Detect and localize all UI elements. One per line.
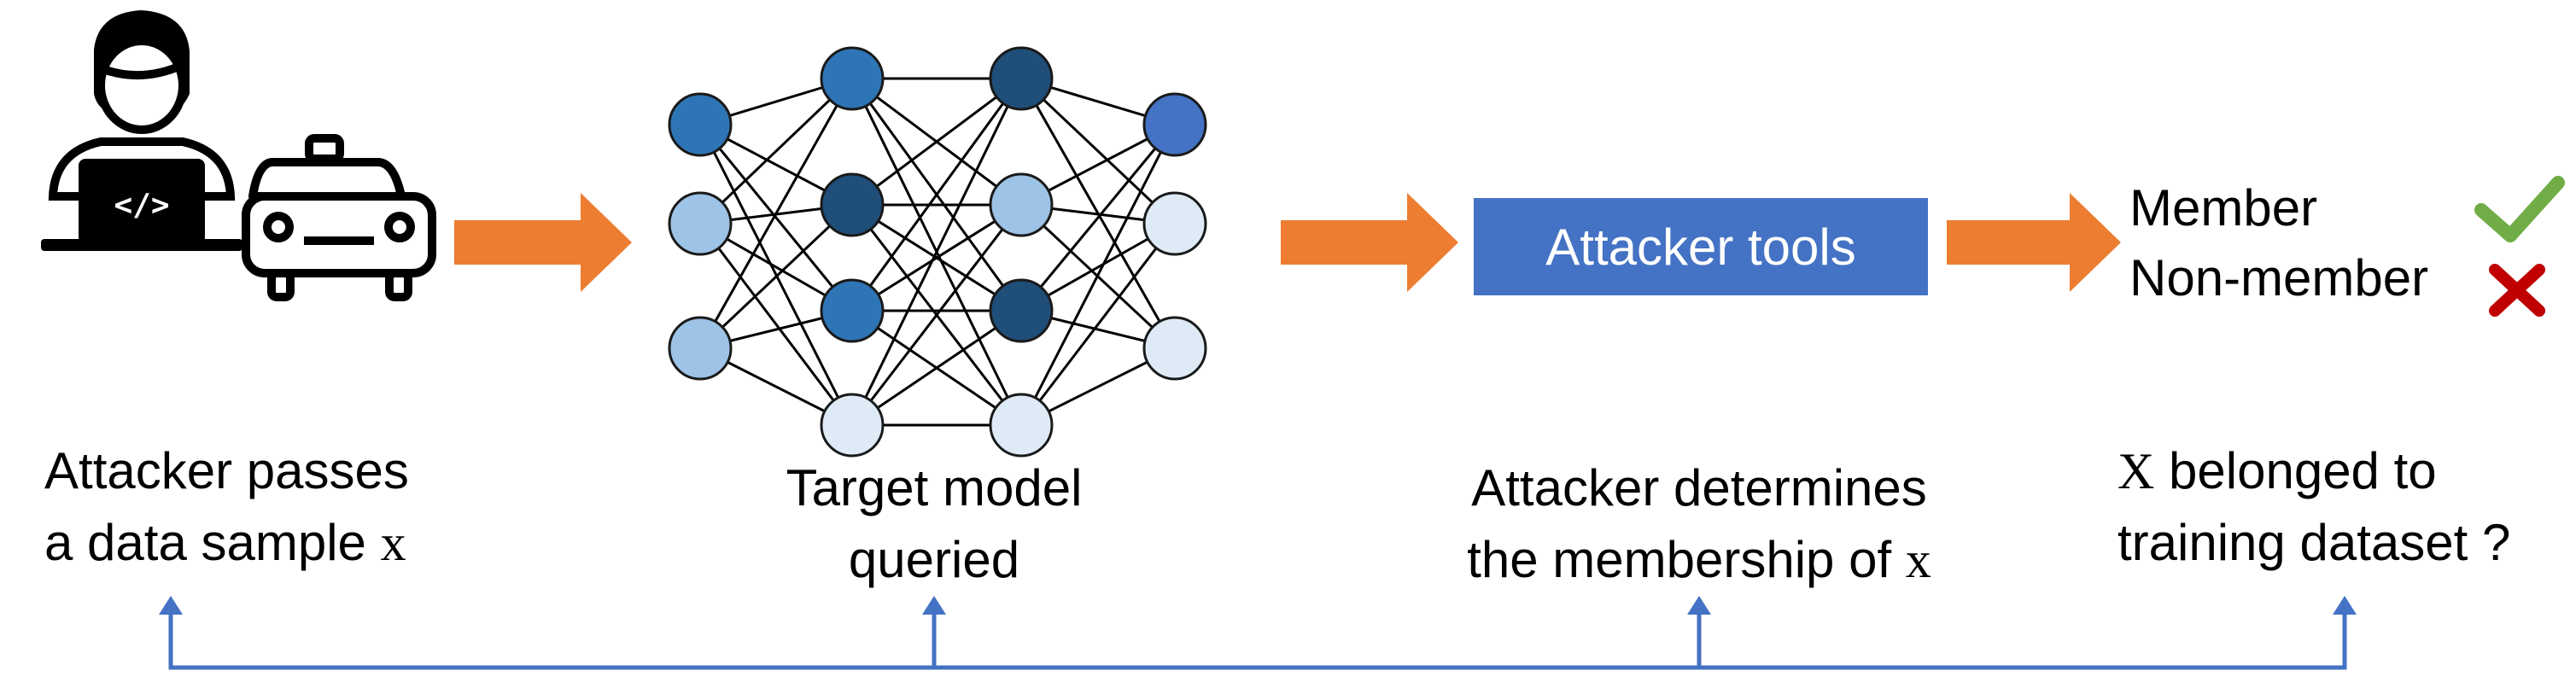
network-edge — [851, 309, 1022, 427]
attacker-tools-box — [1474, 198, 1928, 295]
caption-connector — [168, 611, 2347, 670]
step2-caption-line1: Target model — [786, 459, 1083, 516]
network-edge — [850, 78, 1023, 312]
step3-caption-line1: Attacker determines — [1471, 459, 1927, 516]
check-icon — [2474, 176, 2565, 242]
connector-arrowhead-1 — [159, 596, 183, 615]
step4-caption-line2: training dataset ? — [2117, 514, 2510, 571]
non-member-label: Non-member — [2129, 249, 2428, 306]
network-node — [1142, 316, 1207, 381]
member-label: Member — [2129, 179, 2317, 236]
network-node — [989, 278, 1054, 343]
network-node — [820, 46, 885, 111]
network-node — [989, 172, 1054, 237]
connector-arrowhead-4 — [2333, 596, 2357, 615]
network-edge — [698, 78, 854, 349]
network-edge — [698, 124, 854, 312]
network-node — [989, 393, 1054, 458]
network-edge — [698, 203, 854, 350]
network-edge — [1019, 223, 1177, 426]
network-edge — [1019, 124, 1177, 426]
network-node — [1142, 92, 1207, 157]
step1-caption-line1: Attacker passes — [44, 442, 409, 499]
flow-arrow-1 — [454, 193, 632, 292]
step2-caption-line2: queried — [849, 531, 1019, 588]
network-edge — [851, 77, 1022, 207]
network-edge — [1019, 124, 1177, 312]
network-node — [1142, 191, 1207, 256]
network-edge — [698, 223, 854, 426]
network-node — [668, 92, 733, 157]
hacker-laptop-icon: </> — [41, 10, 242, 251]
network-node — [820, 278, 885, 343]
code-glyph: </> — [114, 188, 169, 223]
network-edge — [850, 78, 1023, 426]
step4-caption-line1: X belonged to — [2117, 442, 2437, 499]
network-node — [668, 191, 733, 256]
flow-arrow-2 — [1281, 193, 1458, 292]
step1-caption-line2: a data sample x — [44, 514, 406, 571]
connector-arrowhead-2 — [922, 596, 946, 615]
network-nodes — [668, 46, 1207, 458]
network-edges — [698, 77, 1177, 427]
network-node — [989, 46, 1054, 111]
network-edge — [851, 203, 1022, 312]
network-edge — [1019, 77, 1177, 225]
network-edge — [698, 77, 854, 225]
target-model-network — [668, 46, 1207, 458]
network-node — [820, 172, 885, 237]
flow-arrow-3 — [1947, 193, 2121, 292]
car-icon — [242, 134, 436, 301]
network-edge — [850, 204, 1023, 426]
network-node — [820, 393, 885, 458]
network-node — [668, 316, 733, 381]
attacker-tools-label: Attacker tools — [1545, 219, 1856, 276]
step3-caption-line2: the membership of x — [1467, 531, 1931, 588]
cross-icon — [2489, 264, 2545, 317]
connector-arrowhead-3 — [1687, 596, 1711, 615]
